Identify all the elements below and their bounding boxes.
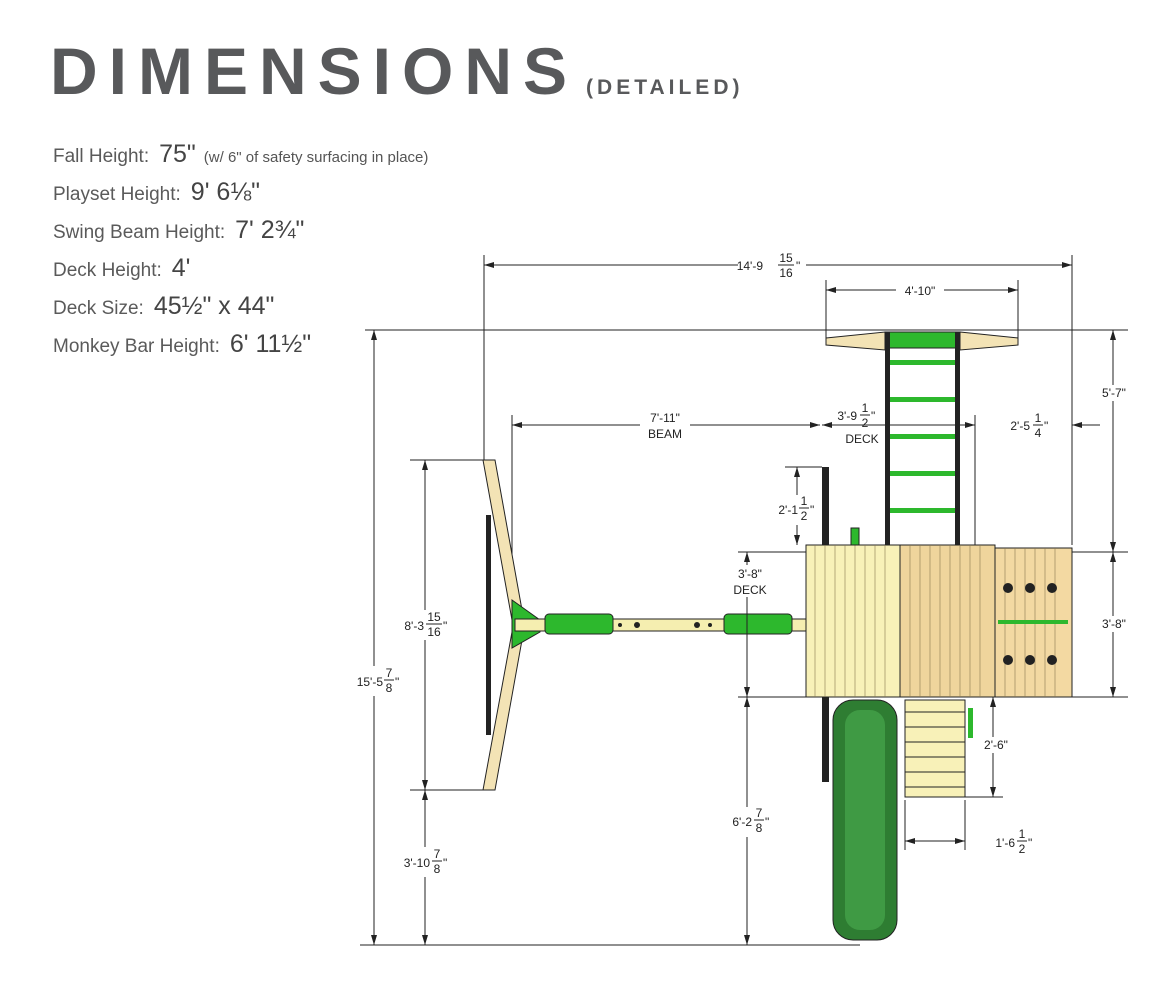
dim-text: 8'-3: [404, 619, 424, 633]
title-subtitle: (DETAILED): [586, 76, 744, 99]
dim-text: 3'-8": [738, 567, 762, 581]
dim-num: 7: [386, 666, 393, 680]
spec-playset-height: Playset Height: 9' 6⅛": [53, 178, 428, 216]
dim-unit: ": [796, 259, 800, 273]
dim-text: 7'-11": [650, 411, 680, 425]
dim-num: 1: [1035, 411, 1042, 425]
reference-lines: [360, 255, 1128, 946]
dim-note: DECK: [845, 432, 878, 446]
deck: [805, 527, 1073, 698]
dim-label-stairs-width: 1'-6 1 2 ": [995, 827, 1032, 856]
spec-label: Monkey Bar Height:: [53, 336, 220, 357]
dim-unit: ": [1044, 419, 1048, 433]
spec-deck-height: Deck Height: 4': [53, 254, 428, 292]
dim-den: 2: [862, 416, 869, 430]
dim-unit: ": [443, 619, 447, 633]
spec-note: (w/ 6" of safety surfacing in place): [203, 149, 429, 166]
dim-den: 2: [1019, 842, 1026, 856]
spec-monkey-bar-height: Monkey Bar Height: 6' 11½": [53, 330, 428, 368]
dim-label-aframe: 8'-3 15 16 ": [396, 610, 454, 640]
dim-label-deck-depth: 3'-8" DECK: [728, 565, 772, 597]
dim-label-side-panel: 2'-5 1 4 ": [1010, 411, 1048, 440]
dim-label-aframe-to-edge: 3'-10 7 8 ": [396, 847, 454, 877]
dim-text: 4'-10": [905, 284, 936, 298]
dim-den: 8: [756, 821, 763, 835]
dim-text: 2'-5: [1010, 419, 1030, 433]
dim-text: 1'-6: [995, 836, 1015, 850]
slide: [832, 699, 898, 941]
dim-num: 1: [1019, 827, 1026, 841]
dim-num: 1: [801, 494, 808, 508]
dim-label-deck-right: 3'-8": [1096, 616, 1132, 632]
dim-den: 16: [779, 266, 793, 280]
dim-text: 5'-7": [1102, 386, 1126, 400]
dim-den: 8: [434, 862, 441, 876]
spec-value: 75": [159, 140, 196, 168]
spec-deck-size: Deck Size: 45½" x 44": [53, 292, 428, 330]
dim-unit: ": [395, 675, 399, 689]
spec-label: Deck Size:: [53, 298, 144, 319]
dim-text: 15'-5: [357, 675, 384, 689]
spec-label: Deck Height:: [53, 260, 162, 281]
spec-value: 6' 11½": [229, 330, 312, 358]
dim-label-monkey-depth: 5'-7": [1096, 385, 1132, 401]
title-heading: DIMENSIONS: [50, 34, 579, 108]
dim-label-beam: 7'-11" BEAM: [640, 411, 690, 441]
spec-list: Fall Height: 75" (w/ 6" of safety surfacin…: [53, 140, 428, 368]
dim-text: 2'-6": [984, 738, 1008, 752]
dim-text: 2'-1: [778, 503, 798, 517]
dim-den: 8: [386, 681, 393, 695]
swing-beam: [514, 613, 808, 635]
dim-label-stairs-depth: 2'-6": [978, 737, 1014, 753]
page-title: DIMENSIONS (DETAILED): [50, 38, 743, 104]
dim-num: 7: [434, 847, 441, 861]
dim-unit: ": [443, 856, 447, 870]
stairs: [904, 699, 973, 798]
spec-label: Fall Height:: [53, 146, 150, 167]
dim-text: 6'-2: [732, 815, 752, 829]
dim-text: 3'-8": [1102, 617, 1126, 631]
dim-unit: ": [1028, 836, 1032, 850]
spec-swing-beam-height: Swing Beam Height: 7' 2¾": [53, 216, 428, 254]
dim-text: 3'-9: [837, 409, 857, 423]
dim-num: 15: [779, 251, 793, 265]
spec-value: 45½" x 44": [153, 292, 275, 320]
dim-den: 16: [427, 625, 441, 639]
dim-den: 4: [1035, 426, 1042, 440]
dim-note: BEAM: [648, 427, 682, 441]
dim-unit: ": [765, 815, 769, 829]
dim-label-post-offset: 2'-1 1 2 ": [774, 494, 814, 525]
dim-text: 14'-9: [737, 259, 764, 273]
spec-value: 4': [171, 254, 191, 282]
spec-value: 9' 6⅛": [190, 178, 261, 206]
dim-num: 1: [862, 401, 869, 415]
dim-den: 2: [801, 509, 808, 523]
dim-unit: ": [810, 503, 814, 517]
spec-label: Swing Beam Height:: [53, 222, 226, 243]
dim-label-overall-width: 14'-9 15 16 ": [737, 251, 806, 280]
dim-num: 7: [756, 806, 763, 820]
dim-note: DECK: [733, 583, 766, 597]
dim-label-overall-depth: 15'-5 7 8 ": [348, 666, 404, 696]
dim-text: 3'-10: [404, 856, 431, 870]
spec-value: 7' 2¾": [235, 216, 305, 244]
dim-label-slide: 6'-2 7 8 ": [726, 806, 776, 837]
dim-label-deck-width: 3'-9 1 2 " DECK: [837, 401, 878, 446]
dim-unit: ": [871, 409, 875, 423]
spec-label: Playset Height:: [53, 184, 181, 205]
dim-label-monkey-arms: 4'-10": [896, 282, 944, 298]
dim-num: 15: [427, 610, 441, 624]
spec-fall-height: Fall Height: 75" (w/ 6" of safety surfacin…: [53, 140, 428, 178]
